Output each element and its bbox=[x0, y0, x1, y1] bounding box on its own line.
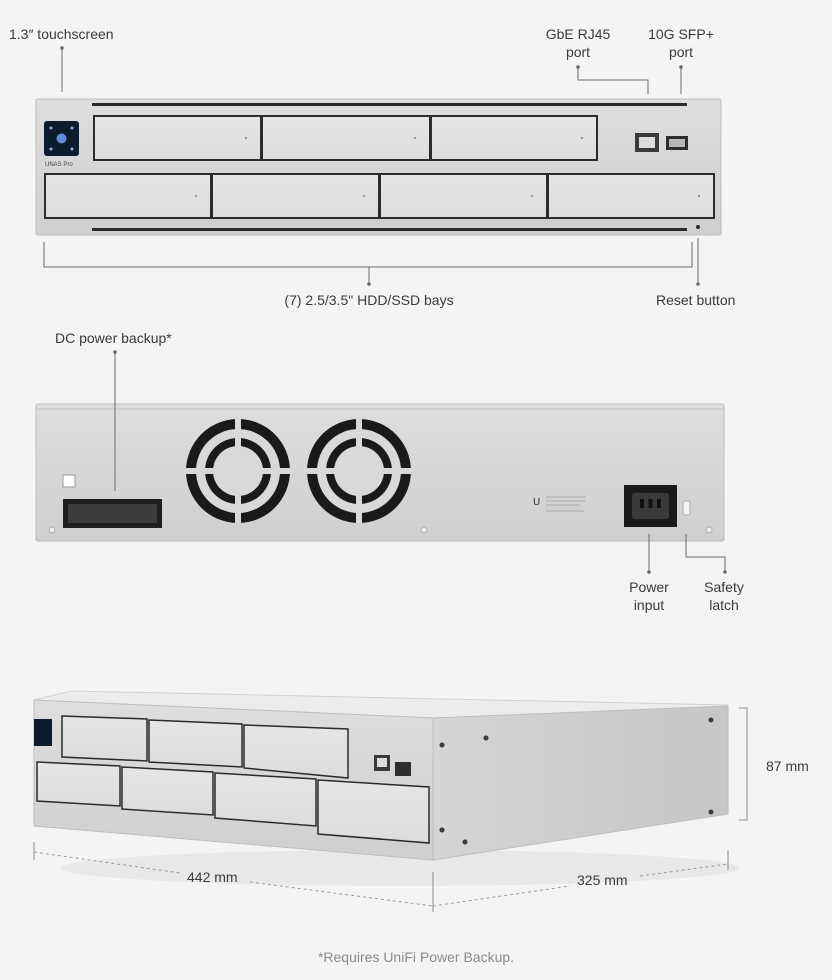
drive-bay bbox=[261, 115, 431, 161]
front-view bbox=[35, 98, 722, 236]
footnote: *Requires UniFi Power Backup. bbox=[317, 949, 515, 965]
drive-bay bbox=[547, 173, 715, 219]
safety-latch-label: Safety latch bbox=[694, 578, 754, 614]
power-input-line1: Power bbox=[629, 579, 669, 595]
dimension-lines bbox=[33, 707, 748, 912]
height-dimension: 87 mm bbox=[766, 758, 809, 774]
drive-bay bbox=[44, 173, 212, 219]
power-input-line2: input bbox=[633, 597, 665, 613]
isometric-view bbox=[33, 690, 740, 886]
rj45-label: GbE RJ45 port bbox=[534, 25, 622, 61]
sfp-label-line2: port bbox=[668, 44, 694, 60]
front-callouts bbox=[43, 46, 700, 286]
rj45-label-line1: GbE RJ45 bbox=[545, 26, 611, 42]
depth-dimension: 325 mm bbox=[577, 872, 628, 888]
reset-button bbox=[696, 225, 700, 229]
rear-callouts bbox=[113, 350, 727, 574]
model-badge: UNAS Pro bbox=[45, 162, 73, 168]
dc-backup-label: DC power backup* bbox=[55, 330, 172, 346]
sfp-label-line1: 10G SFP+ bbox=[648, 26, 714, 42]
top-bay-row bbox=[93, 115, 598, 161]
svg-text:U: U bbox=[533, 497, 540, 508]
rj45-label-line2: port bbox=[565, 44, 591, 60]
drive-bay bbox=[430, 115, 598, 161]
drive-bay bbox=[379, 173, 548, 219]
safety-latch bbox=[682, 500, 691, 516]
width-dimension: 442 mm bbox=[187, 869, 238, 885]
drive-bay bbox=[211, 173, 380, 219]
power-input-label: Power input bbox=[619, 578, 679, 614]
iso-side bbox=[432, 705, 729, 861]
sfp-label: 10G SFP+ port bbox=[638, 25, 724, 61]
drive-bay bbox=[93, 115, 262, 161]
fan-right bbox=[307, 419, 411, 523]
front-bottom-vent bbox=[92, 228, 687, 231]
bays-label: (7) 2.5/3.5" HDD/SSD bays bbox=[284, 292, 454, 308]
reset-button-label: Reset button bbox=[656, 292, 736, 308]
front-top-vent bbox=[92, 103, 687, 106]
fan-left bbox=[186, 419, 290, 523]
touchscreen-label: 1.3″ touchscreen bbox=[9, 26, 114, 42]
safety-latch-line2: latch bbox=[709, 597, 739, 613]
safety-latch-line1: Safety bbox=[704, 579, 744, 595]
rear-view: U bbox=[35, 403, 725, 542]
bottom-bay-row bbox=[44, 173, 715, 219]
